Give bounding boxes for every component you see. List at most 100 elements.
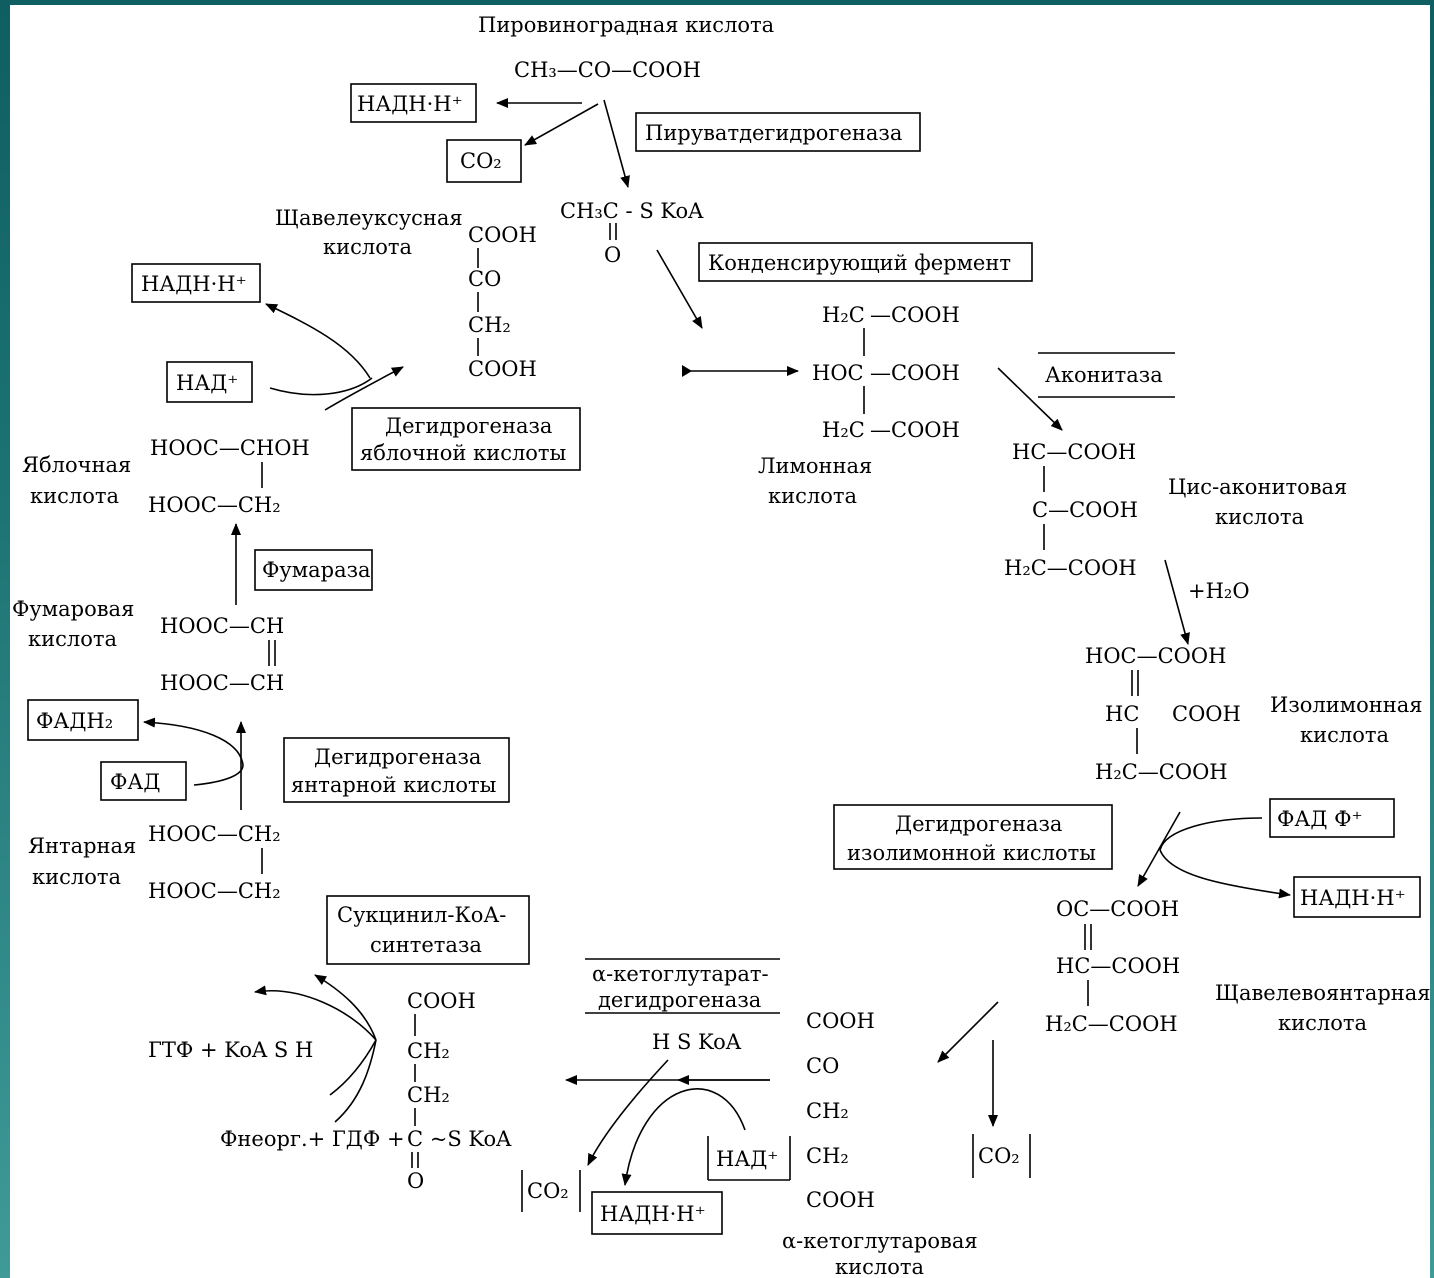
isocitric-name-2: кислота — [1300, 723, 1389, 747]
citrate-line-3a: H₂C — [822, 418, 865, 442]
arrow-acetyl-to-citrate — [656, 249, 703, 329]
acetyl-o: O — [604, 243, 621, 267]
isocitrate-dh-1: Дегидрогеназа — [895, 812, 1062, 836]
cis-aconitic-name-2: кислота — [1215, 505, 1304, 529]
akg-line-2: CO — [806, 1054, 839, 1078]
nadh-top: НАДН·Н⁺ — [357, 92, 463, 116]
nad-left: НАД⁺ — [176, 371, 238, 395]
oa-ch2: CH₂ — [468, 313, 511, 337]
nadh-top-box — [350, 83, 477, 123]
succinate-line-2: HOOC—CH₂ — [148, 879, 281, 903]
isocitrate-line-2b: COOH — [1172, 702, 1241, 726]
citrate-line-1b: —COOH — [870, 303, 960, 327]
arrow-to-nadh-left — [265, 303, 371, 379]
malate-line-1: HOOC—CHOH — [150, 436, 310, 460]
cis-aconitate-line-3: H₂C—COOH — [1004, 556, 1137, 580]
akg-dh-1: α-кетоглутарат- — [592, 962, 769, 986]
nadh-right-box — [1293, 876, 1421, 918]
arrow-to-co2-top — [524, 103, 599, 146]
malate-dh-1: Дегидрогеназа — [385, 414, 552, 438]
isocitrate-line-3: H₂C—COOH — [1095, 760, 1228, 784]
succinate-dh-box — [283, 737, 510, 803]
oxalosuccinate-line-2: HC—COOH — [1056, 954, 1180, 978]
arrow-pyruvate-to-acetyl — [603, 99, 630, 188]
citrate-line-1a: H₂C — [822, 303, 865, 327]
nadh-left-box — [131, 263, 261, 303]
malic-name-2: кислота — [30, 484, 119, 508]
nad-left-box — [166, 361, 253, 403]
succinyl-coa-line-5: O — [407, 1169, 424, 1193]
arrow-to-nadh-bottom — [621, 1088, 746, 1186]
arrow-to-fadh2 — [143, 717, 244, 766]
plus-h2o: +H₂O — [1188, 579, 1250, 603]
fad-f-box — [1269, 798, 1395, 838]
succinic-name-2: кислота — [32, 865, 121, 889]
nadh-bottom-box — [591, 1191, 723, 1235]
nadh-left: НАДН·Н⁺ — [141, 272, 247, 296]
arrow-citrate-to-cis-aconitate — [997, 367, 1063, 431]
succinyl-coa-line-2: CH₂ — [407, 1039, 450, 1063]
fadh2-box — [27, 699, 139, 741]
pyruvate-dh: Пируватдегидрогеназа — [645, 121, 902, 145]
fumarase-box — [254, 549, 373, 591]
isocitrate-dh-2: изолимонной кислоты — [847, 841, 1096, 865]
cis-aconitate-line-1: HC—COOH — [1012, 440, 1136, 464]
citric-name-2: кислота — [768, 484, 857, 508]
arrow-malate-to-oxaloacetate — [324, 366, 404, 411]
fumarate-line-1: HOOC—CH — [160, 614, 284, 638]
oa-cooh-2: COOH — [468, 357, 537, 381]
condensing-enzyme: Конденсирующий фермент — [708, 251, 1011, 275]
akg-name-1: α-кетоглутаровая — [782, 1229, 978, 1253]
fumarate-line-2: HOOC—CH — [160, 671, 284, 695]
fad-f: ФАД Ф⁺ — [1277, 807, 1363, 831]
malate-line-2: HOOC—CH₂ — [148, 493, 281, 517]
pyruvic-formula: CH₃—CO—COOH — [514, 58, 701, 82]
fumaric-name-1: Фумаровая — [12, 597, 134, 621]
fadh2: ФАДН₂ — [36, 709, 113, 733]
fumaric-name-2: кислота — [28, 627, 117, 651]
malate-dh-2: яблочной кислоты — [360, 441, 566, 465]
succinate-line-1: HOOC—CH₂ — [148, 822, 281, 846]
citrate-line-2b: —COOH — [870, 361, 960, 385]
oa-co: CO — [468, 267, 501, 291]
succinyl-synthetase-1: Сукцинил-КоА- — [337, 903, 506, 927]
aconitase: Аконитаза — [1045, 363, 1163, 387]
akg-name-2: кислота — [835, 1255, 924, 1278]
isocitrate-line-1: HOC—COOH — [1085, 644, 1226, 668]
citric-name-1: Лимонная — [758, 454, 872, 478]
oxalosuccinate-line-3: H₂C—COOH — [1045, 1012, 1178, 1036]
malate-dh-box — [351, 407, 581, 471]
oxaloacetic-name-1: Щавелеуксусная — [275, 206, 463, 230]
fad: ФАД — [110, 770, 160, 794]
gtf-coash: ГТФ + KoA S H — [148, 1038, 313, 1062]
arrow-oxalosuccinate-to-akg — [937, 1001, 999, 1063]
succinate-dh-2: янтарной кислоты — [291, 773, 496, 797]
akg-line-1: COOH — [806, 1009, 875, 1033]
citrate-line-3b: —COOH — [870, 418, 960, 442]
fad-box — [100, 761, 187, 801]
succinyl-coa-line-4: C ~S KoA — [407, 1127, 512, 1151]
hskoa: H S KoA — [652, 1030, 742, 1054]
malic-name-1: Яблочная — [22, 453, 131, 477]
cis-aconitate-line-2: C—COOH — [1032, 498, 1138, 522]
diagram-canvas — [10, 5, 1430, 1278]
arrow-cis-to-isocitrate — [1164, 559, 1190, 645]
co2-top-box — [446, 139, 522, 183]
arrow-to-co2-bottom — [587, 1059, 669, 1166]
co2-bottom: CO₂ — [527, 1179, 569, 1203]
nadh-right: НАДН·Н⁺ — [1300, 886, 1406, 910]
cis-aconitic-name-1: Цис-аконитовая — [1168, 475, 1347, 499]
isocitrate-dh-box — [833, 804, 1113, 870]
co2-top: CO₂ — [460, 149, 502, 173]
arrow-isocitrate-to-oxalosuccinate — [1137, 811, 1181, 887]
pyruvate-dh-box — [635, 112, 921, 152]
nad-bottom: НАД⁺ — [716, 1147, 778, 1171]
pyruvic-acid-title: Пировиноградная кислота — [478, 13, 774, 37]
oa-cooh-1: COOH — [468, 223, 537, 247]
akg-dh-2: дегидрогеназа — [598, 988, 761, 1012]
condensing-box — [698, 242, 1033, 282]
isocitrate-line-2a: HC — [1105, 702, 1139, 726]
akg-line-4: CH₂ — [806, 1144, 849, 1168]
oxalosuccinic-name-2: кислота — [1278, 1011, 1367, 1035]
